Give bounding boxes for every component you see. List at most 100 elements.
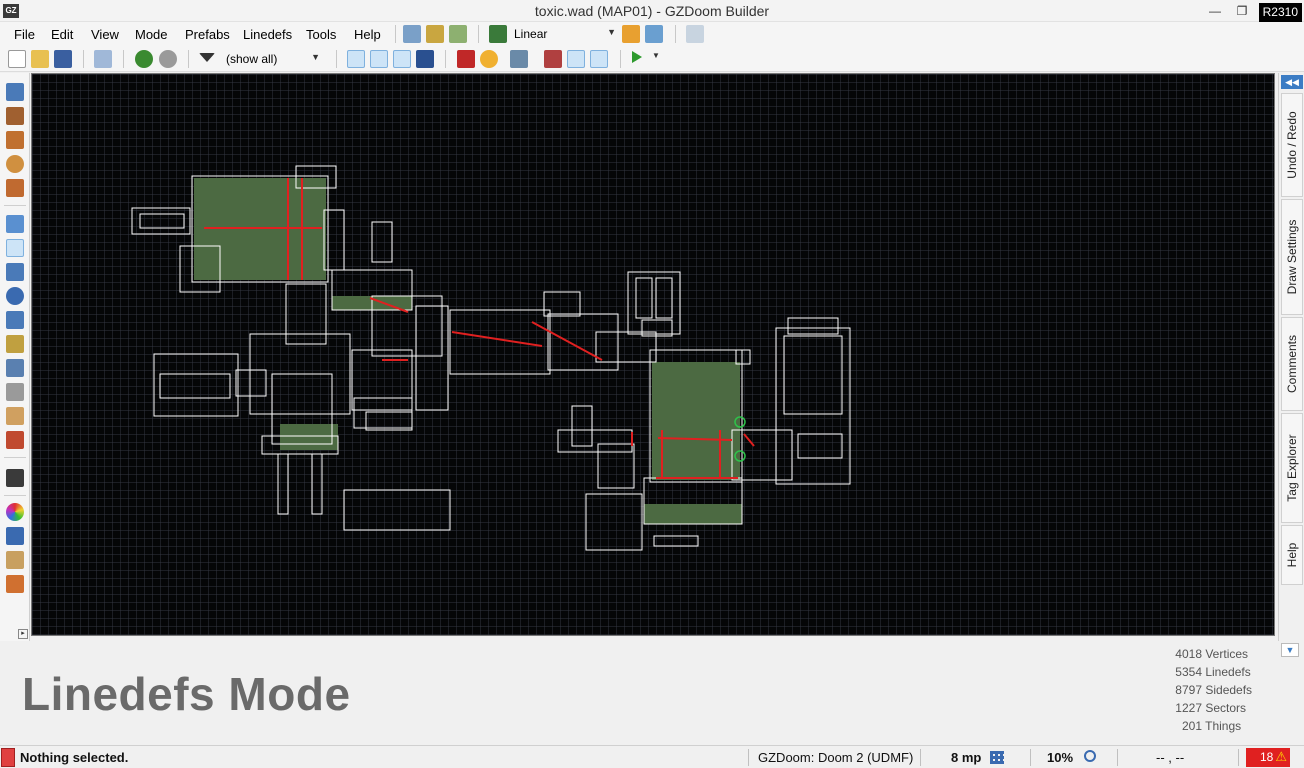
grid-size[interactable]: 8 mp: [951, 750, 982, 765]
vertices-mode-icon[interactable]: [6, 215, 24, 233]
collapse-docker-button[interactable]: ◀◀: [1281, 75, 1303, 89]
tag-icon[interactable]: [686, 25, 704, 43]
things-mode-icon[interactable]: [6, 287, 24, 305]
map-geometry: [131, 165, 851, 551]
toggle-grid-icon[interactable]: [347, 50, 365, 68]
script-icon[interactable]: [94, 50, 112, 68]
app-icon: GZ: [3, 4, 19, 18]
map-options-icon[interactable]: [449, 25, 467, 43]
test-map-icon[interactable]: [426, 25, 444, 43]
separator: [920, 749, 921, 766]
draw-ellipse-icon[interactable]: [6, 155, 24, 173]
docker-panel: ◀◀ Undo / Redo Draw Settings Comments Ta…: [1278, 73, 1304, 641]
linedef-group: [641, 319, 673, 337]
separator: [445, 50, 446, 68]
minimize-button[interactable]: —: [1209, 4, 1221, 18]
draw-grid-icon[interactable]: [6, 179, 24, 197]
restore-button[interactable]: ❐: [1236, 4, 1248, 18]
height-icon[interactable]: [590, 50, 608, 68]
tab-undo-redo[interactable]: Undo / Redo: [1281, 93, 1303, 197]
brightness-mode-icon[interactable]: [489, 25, 507, 43]
draw-curve-icon[interactable]: [6, 107, 24, 125]
zoom-icon[interactable]: [1084, 750, 1096, 762]
make-sectors-icon[interactable]: [6, 311, 24, 329]
grid-settings-icon[interactable]: [622, 25, 640, 43]
fog-icon[interactable]: [544, 50, 562, 68]
script-editor-icon[interactable]: [403, 25, 421, 43]
snap-icon[interactable]: [645, 25, 663, 43]
thing-marker: [734, 450, 746, 462]
info-panel: Linedefs Mode 4018 Vertices 5354 Linedef…: [0, 641, 1304, 745]
edit-selection-icon[interactable]: [6, 335, 24, 353]
stat-vertices: 4018 Vertices: [1175, 647, 1249, 661]
linedef-group: [597, 443, 635, 489]
tools-icon[interactable]: [6, 575, 24, 593]
zoom-level[interactable]: 10%: [1047, 750, 1074, 765]
visual-mode-icon[interactable]: [6, 469, 24, 487]
toggle-fullbright-icon[interactable]: [416, 50, 434, 68]
new-map-icon[interactable]: [8, 50, 26, 68]
map-canvas[interactable]: [31, 73, 1275, 636]
play-icon[interactable]: [632, 51, 642, 63]
tab-draw-settings[interactable]: Draw Settings: [1281, 199, 1303, 315]
separator: [620, 50, 621, 68]
tab-comments[interactable]: Comments: [1281, 317, 1303, 411]
draw-rectangle-icon[interactable]: [6, 131, 24, 149]
thing-icon[interactable]: [159, 50, 177, 68]
color-picker-icon[interactable]: [6, 503, 24, 521]
menu-edit[interactable]: Edit: [51, 27, 74, 42]
linedef-group: [277, 453, 289, 515]
render-filter-combo[interactable]: Linear ▼: [510, 24, 618, 44]
revision-badge: R2310: [1258, 3, 1302, 23]
save-map-icon[interactable]: [54, 50, 72, 68]
points-icon[interactable]: [6, 527, 24, 545]
linedef-group: [311, 453, 323, 515]
tab-help[interactable]: Help: [1281, 525, 1303, 585]
separator: [123, 50, 124, 68]
sound-environment-icon[interactable]: [6, 407, 24, 425]
toggle-snap-icon[interactable]: [370, 50, 388, 68]
expand-toolbar-button[interactable]: ▸: [18, 629, 28, 639]
stat-linedefs: 5354 Linedefs: [1175, 665, 1251, 679]
separator: [1117, 749, 1118, 766]
effects-icon[interactable]: [457, 50, 475, 68]
engine-label: GZDoom: Doom 2 (UDMF): [758, 750, 914, 765]
sound-z-icon[interactable]: [6, 431, 24, 449]
menu-view[interactable]: View: [91, 27, 119, 42]
dynamic-lights-icon[interactable]: [480, 50, 498, 68]
linedef-group: [159, 373, 231, 399]
things-filter-icon[interactable]: [135, 50, 153, 68]
linedef-group: [353, 397, 413, 429]
find-replace-icon[interactable]: [6, 359, 24, 377]
errors-badge[interactable]: 18 ⚠: [1246, 748, 1290, 767]
menu-prefabs[interactable]: Prefabs: [185, 27, 230, 42]
menu-linedefs[interactable]: Linedefs: [243, 27, 293, 42]
red-linedef: [743, 433, 755, 447]
play-dropdown-icon[interactable]: ▼: [652, 51, 660, 60]
menu-tools[interactable]: Tools: [306, 27, 337, 42]
linedef-group: [571, 405, 593, 447]
menu-help[interactable]: Help: [354, 27, 381, 42]
menu-mode[interactable]: Mode: [135, 27, 168, 42]
models-icon[interactable]: [510, 50, 528, 68]
linedef-group: [783, 335, 843, 415]
linedef-group: [547, 313, 619, 371]
grid-icon[interactable]: [990, 751, 1004, 764]
linedef-group: [787, 317, 839, 335]
tab-tag-explorer[interactable]: Tag Explorer: [1281, 413, 1303, 523]
info-panel-toggle-button[interactable]: ▼: [1281, 643, 1299, 657]
sectors-mode-icon[interactable]: [6, 263, 24, 281]
info-icon[interactable]: [567, 50, 585, 68]
sound-propagation-icon[interactable]: [6, 383, 24, 401]
toggle-merge-icon[interactable]: [393, 50, 411, 68]
open-map-icon[interactable]: [31, 50, 49, 68]
thing-filter-combo[interactable]: (show all) ▼: [222, 49, 322, 69]
filter-icon[interactable]: [199, 53, 215, 62]
selection-box-icon[interactable]: [6, 551, 24, 569]
draw-lines-icon[interactable]: [6, 83, 24, 101]
red-linedef: [451, 331, 543, 347]
menu-file[interactable]: File: [14, 27, 35, 42]
linedefs-mode-icon[interactable]: [6, 239, 24, 257]
menu-bar: File Edit View Mode Prefabs Linedefs Too…: [0, 22, 1304, 46]
linedef-group: [131, 207, 191, 235]
